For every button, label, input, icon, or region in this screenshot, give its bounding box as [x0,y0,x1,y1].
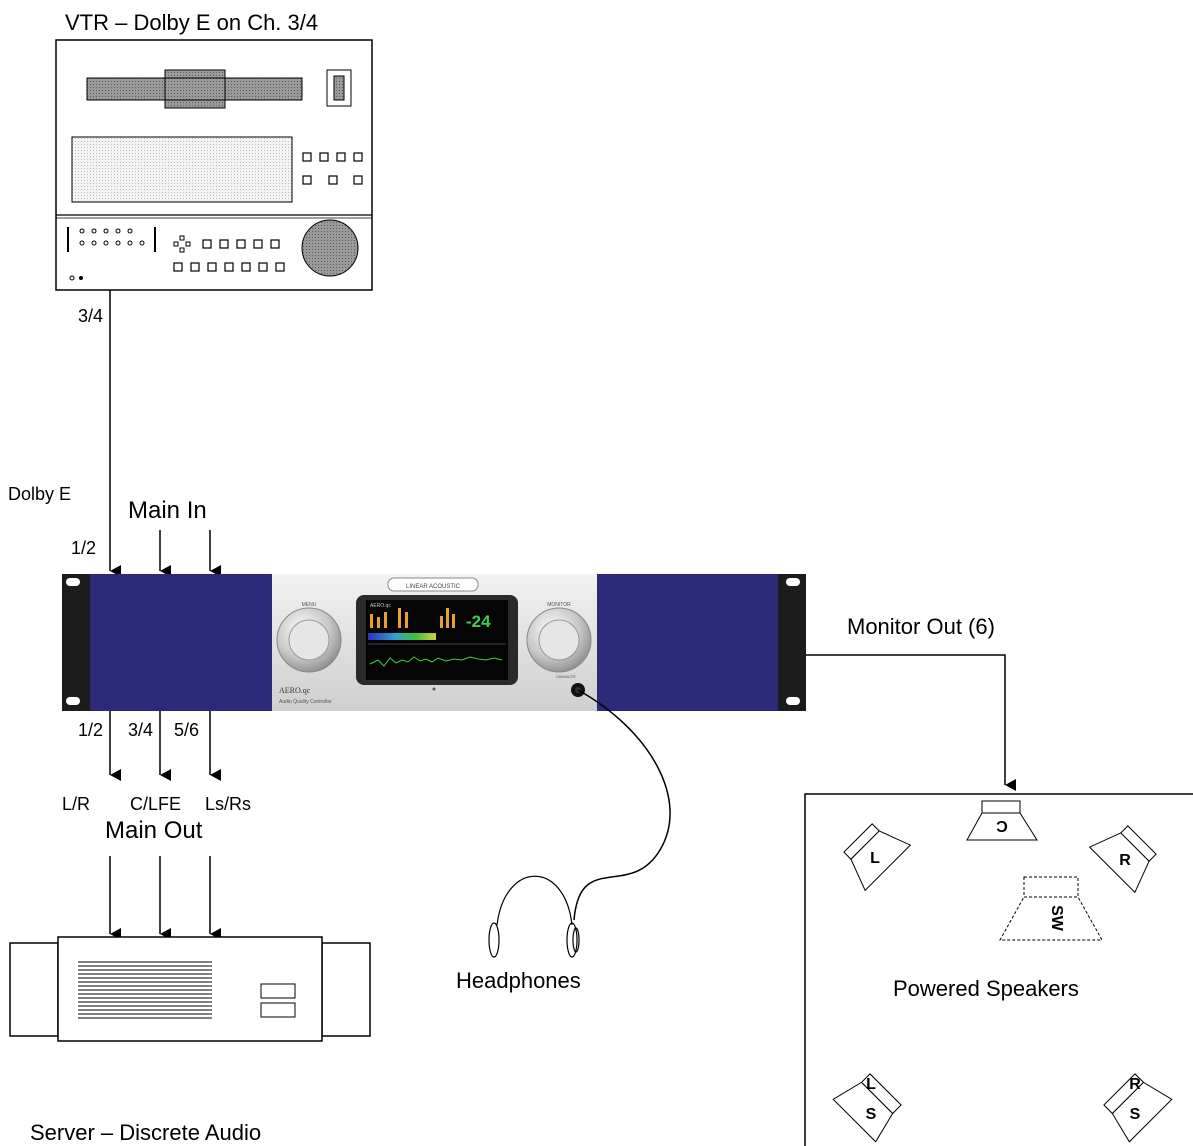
vtr-title: VTR – Dolby E on Ch. 3/4 [65,10,318,35]
monitor-out-line [806,654,1016,791]
out-channel-2: 3/4 [128,720,153,740]
server-label: Server – Discrete Audio [30,1120,261,1145]
model-subtitle: Audio Quality Controller [279,699,332,705]
input-channel-label: 1/2 [71,538,96,558]
speaker-ls-label-top: L [866,1076,876,1093]
monitor-out-label: Monitor Out (6) [847,614,995,639]
brand-badge: LINEAR ACOUSTIC [406,584,461,590]
monitor-knob-label: MONITOR [547,602,571,608]
main-out-label: Main Out [105,817,203,844]
model-name: AERO.qc [279,686,311,695]
speaker-r-label: R [1119,852,1131,869]
main-in-label: Main In [128,497,207,524]
screen-meters [368,608,506,645]
out-signal-2: C/LFE [130,794,181,814]
headphone-cable [573,689,671,921]
speaker-c: C [966,800,1038,841]
speaker-l-label: L [870,850,880,867]
screen-title: AERO.qc [370,603,391,609]
loudness-readout: -24 [466,612,491,631]
out-channel-3: 5/6 [174,720,199,740]
server-device [9,936,371,1042]
speaker-sw: SW [999,876,1103,941]
powered-speakers-label: Powered Speakers [893,976,1079,1001]
dolby-e-label: Dolby E [8,484,71,504]
headphones-icon [488,875,580,958]
headphones-label: Headphones [456,968,581,993]
loudness-history-trace [369,656,503,667]
speaker-rs-label-bottom: S [1130,1106,1141,1123]
speaker-r: R [1088,825,1157,894]
out-signal-1: L/R [62,794,90,814]
speaker-l: L [843,823,912,892]
vtr-device [55,39,373,291]
menu-knob-label: MENU [302,602,317,608]
speaker-rs-label-top: R [1129,1076,1141,1093]
out-channel-1: 1/2 [78,720,103,740]
speaker-rs [1103,1073,1173,1143]
speaker-room-border [804,793,1193,1146]
speaker-sw-label: SW [1048,905,1065,932]
dim-mute-label: DIM/MUTE [556,674,576,679]
speaker-ls [832,1073,902,1143]
aero-qc-unit: LINEAR ACOUSTIC MENU MONITOR DIM/MUTE AE… [62,574,806,711]
speaker-c-label: C [996,817,1008,834]
speaker-ls-label-bottom: S [866,1106,877,1123]
vtr-channel-label: 3/4 [78,306,103,326]
out-signal-3: Ls/Rs [205,794,251,814]
